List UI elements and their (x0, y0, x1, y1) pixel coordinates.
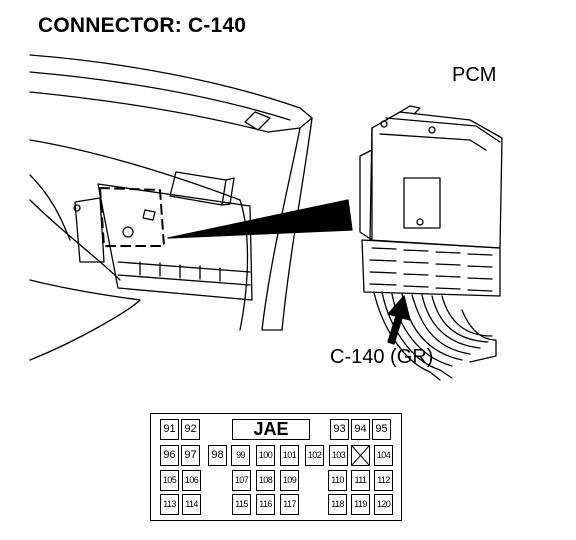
pointer-wedge (167, 199, 353, 239)
pin-cell: 113 (160, 494, 179, 515)
pcm-location-illustration (29, 54, 503, 381)
pin-cell: 110 (328, 470, 347, 491)
pin-cell: 118 (328, 494, 347, 515)
pin-cell: 93 (330, 419, 349, 440)
pin-cell: 111 (351, 470, 370, 491)
pin-cell: 103 (329, 445, 348, 466)
pin-cell: 120 (374, 494, 393, 515)
pin-cell: 100 (256, 445, 275, 466)
pin-cell: 102 (305, 445, 324, 466)
pin-cell: 115 (232, 494, 251, 515)
pcm-label: PCM (452, 64, 497, 86)
pin-cell: 95 (372, 419, 391, 440)
pin-cell: 116 (256, 494, 275, 515)
pin-cell: 99 (231, 445, 250, 466)
pin-cell: 97 (181, 445, 200, 466)
pin-cell: 119 (351, 494, 370, 515)
pin-cell: 114 (182, 494, 201, 515)
connector-label: C-140 (GR) (330, 346, 434, 368)
cross-mark-icon (352, 446, 369, 465)
pin-cell: 92 (181, 419, 200, 440)
pin-cell: 117 (280, 494, 299, 515)
pin-cell: 105 (160, 470, 179, 491)
pcm-unit-drawing (359, 105, 503, 381)
pin-cell: 107 (232, 470, 251, 491)
pin-cell: 109 (280, 470, 299, 491)
pin-cell: 94 (351, 419, 370, 440)
pin-cell: 101 (280, 445, 299, 466)
pin-cell: 98 (208, 445, 227, 466)
instrument-panel-drawing (29, 54, 313, 361)
connector-arrow (387, 295, 411, 345)
maker-label: JAE (232, 419, 310, 440)
pin-cell: 91 (160, 419, 179, 440)
unused-pin-cell (351, 445, 370, 466)
connector-face (150, 413, 402, 521)
pin-cell: 106 (182, 470, 201, 491)
page-title: CONNECTOR: C-140 (38, 14, 247, 37)
pin-cell: 108 (256, 470, 275, 491)
pin-cell: 104 (374, 445, 393, 466)
pin-cell: 112 (374, 470, 393, 491)
pin-cell: 96 (160, 445, 179, 466)
